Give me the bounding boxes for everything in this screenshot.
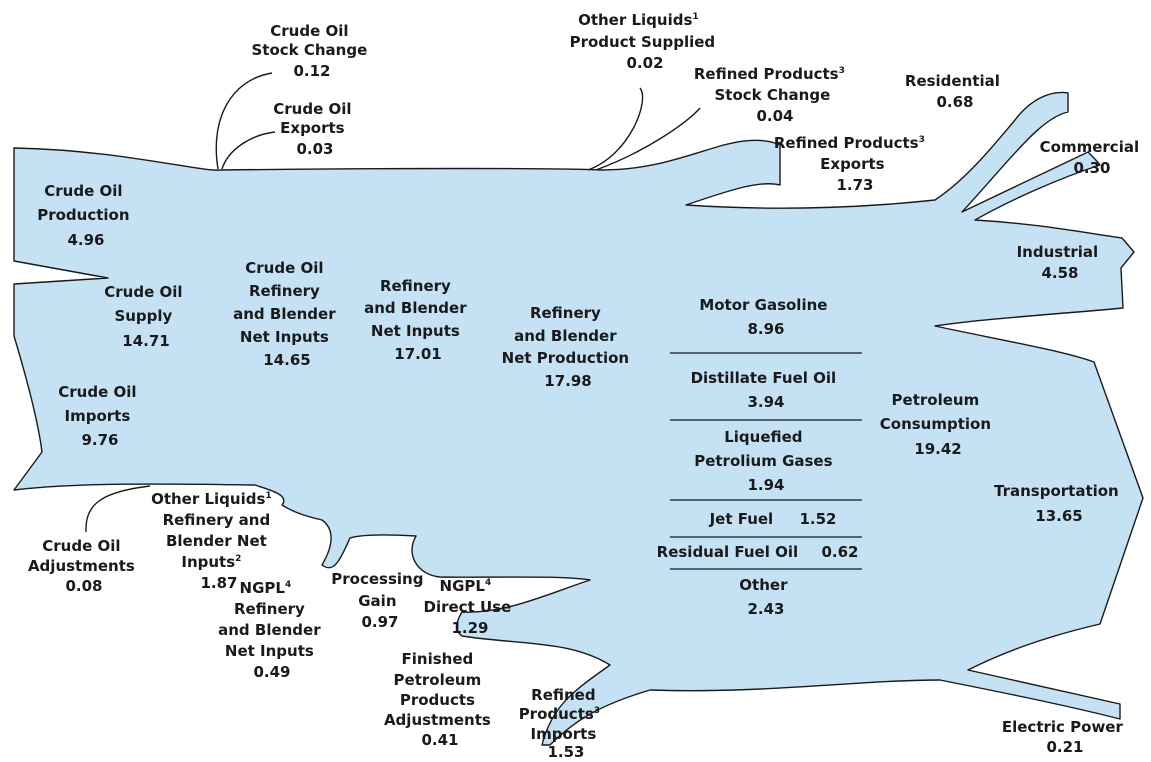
label-residential: Residential 0.68 xyxy=(905,72,1005,111)
main-flow-body xyxy=(13,91,1144,746)
label-finished-adjustments: Finished Petroleum Products Adjustments … xyxy=(384,650,496,749)
label-jet-fuel: Jet Fuel 1.52 xyxy=(709,510,837,528)
label-lpg: Liquefied Petrolium Gases 1.94 xyxy=(694,428,838,494)
leader-other-liquids-supplied xyxy=(587,87,644,171)
label-other-liquids-supplied: Other Liquids1 Product Supplied 0.02 xyxy=(570,5,721,72)
label-other-liquids-inputs: Other Liquids1 Refinery and Blender Net … xyxy=(151,484,277,592)
label-petroleum-consumption: Petroleum Consumption 19.42 xyxy=(880,391,997,458)
label-ngpl-direct-use: NGPL4 Direct Use 1.29 xyxy=(424,571,517,637)
label-crude-exports: Crude Oil Exports 0.03 xyxy=(273,100,357,158)
label-crude-production: Crude Oil Production 4.96 xyxy=(37,182,135,249)
label-refined-exports: Refined Products3 Exports 1.73 xyxy=(774,128,930,194)
label-processing-gain: Processing Gain 0.97 xyxy=(331,570,428,631)
leader-refined-stock-change xyxy=(595,107,701,171)
label-crude-net-inputs: Crude Oil Refinery and Blender Net Input… xyxy=(233,259,341,369)
label-crude-adjustments: Crude Oil Adjustments 0.08 xyxy=(28,537,140,595)
label-crude-stock-change: Crude Oil Stock Change 0.12 xyxy=(251,22,372,80)
label-crude-supply: Crude Oil Supply 14.71 xyxy=(104,283,188,350)
label-residual: Residual Fuel Oil 0.62 xyxy=(657,543,859,561)
leader-crude-stock-change xyxy=(215,72,273,170)
leader-crude-adjustments xyxy=(85,485,151,533)
label-commercial: Commercial 0.30 xyxy=(1040,138,1145,177)
label-motor-gasoline: Motor Gasoline 8.96 xyxy=(699,296,832,338)
label-refinery-net-inputs: Refinery and Blender Net Inputs 17.01 xyxy=(364,277,472,363)
label-distillate: Distillate Fuel Oil 3.94 xyxy=(691,369,842,411)
label-other: Other 2.43 xyxy=(739,576,792,618)
label-industrial: Industrial 4.58 xyxy=(1017,243,1104,282)
label-refined-stock-change: Refined Products3 Stock Change 0.04 xyxy=(694,59,850,125)
label-refined-imports: Refined Products3 Imports 1.53 xyxy=(519,686,606,761)
label-ngpl-inputs: NGPL4 Refinery and Blender Net Inputs 0.… xyxy=(218,573,326,681)
label-refinery-net-production: Refinery and Blender Net Production 17.9… xyxy=(502,304,635,390)
leader-crude-exports xyxy=(221,131,276,170)
label-crude-imports: Crude Oil Imports 9.76 xyxy=(58,383,142,449)
label-electric-power: Electric Power 0.21 xyxy=(1002,718,1128,756)
label-transportation: Transportation 13.65 xyxy=(994,482,1124,525)
